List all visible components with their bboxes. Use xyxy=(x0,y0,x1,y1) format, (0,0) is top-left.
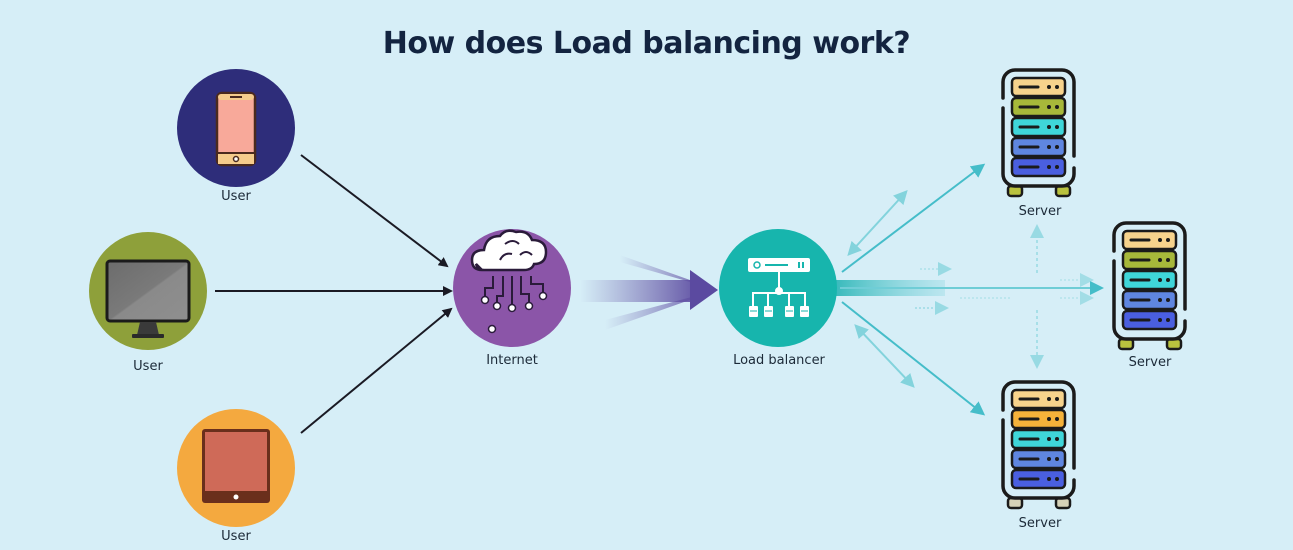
server-bottom-node[interactable] xyxy=(1001,380,1076,510)
user-arrows xyxy=(215,154,453,434)
internet-to-lb-arrow xyxy=(580,255,718,330)
server-top-label: Server xyxy=(1018,204,1062,219)
server-rack-icon xyxy=(1112,221,1187,351)
cloud-network-icon xyxy=(470,229,548,334)
smartphone-icon xyxy=(215,91,257,167)
arrow-lb-to-server-bottom xyxy=(841,301,986,416)
load-balancer-icon xyxy=(748,258,810,317)
user-tablet-label: User xyxy=(221,529,251,544)
server-bottom-label: Server xyxy=(1018,516,1062,531)
load-balancer-node[interactable] xyxy=(719,229,837,347)
user-phone-node[interactable] xyxy=(177,69,295,187)
server-rack-icon xyxy=(1001,380,1076,510)
arrow-lb-to-server-top xyxy=(841,163,986,273)
user-phone-label: User xyxy=(221,189,251,204)
server-mid-node[interactable] xyxy=(1112,221,1187,351)
monitor-icon xyxy=(105,259,191,338)
lb-to-server-arrows xyxy=(835,163,1104,416)
arrow-tablet-to-internet xyxy=(300,307,453,434)
server-top-node[interactable] xyxy=(1001,68,1076,198)
internet-label: Internet xyxy=(486,353,538,368)
page-title: How does Load balancing work? xyxy=(382,26,911,61)
user-tablet-node[interactable] xyxy=(177,409,295,527)
load-balancer-label: Load balancer xyxy=(733,353,825,368)
internet-node[interactable] xyxy=(453,229,571,347)
server-mid-label: Server xyxy=(1128,355,1172,370)
arrow-phone-to-internet xyxy=(300,154,449,268)
user-desktop-label: User xyxy=(133,359,163,374)
user-desktop-node[interactable] xyxy=(89,232,207,350)
tablet-icon xyxy=(202,429,270,503)
server-rack-icon xyxy=(1001,68,1076,198)
